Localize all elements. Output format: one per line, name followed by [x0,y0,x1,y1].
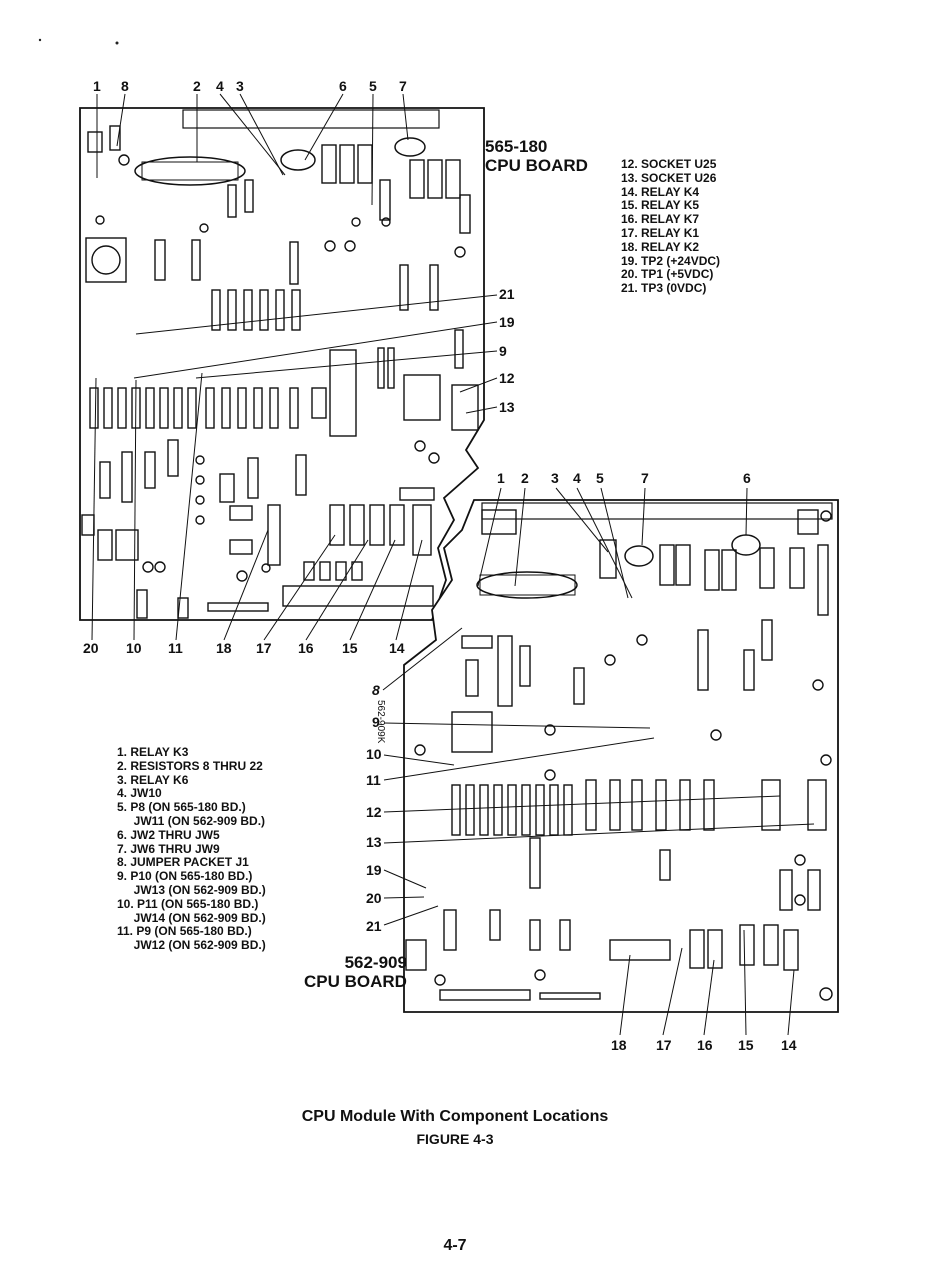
upper-callout-9: 9 [499,343,507,359]
lower-callout-21: 21 [366,918,382,934]
lower-board-title: 562-909 CPU BOARD [304,953,407,991]
lower-callout-4: 4 [573,470,581,486]
upper-cpu-board [79,107,485,621]
legend-item: JW13 (ON 562-909 BD.) [117,882,266,897]
upper-board-outline [79,107,485,621]
legend-item: 3. RELAY K6 [117,772,189,787]
legend-item: 8. JUMPER PACKET J1 [117,855,249,870]
lower-callout-15: 15 [738,1037,754,1053]
legend-item: JW12 (ON 562-909 BD.) [117,938,266,953]
legend-item: 9. P10 (ON 565-180 BD.) [117,869,253,884]
upper-callout-18: 18 [216,640,232,656]
legend-item: 6. JW2 THRU JW5 [117,827,220,842]
upper-callout-8: 8 [121,78,129,94]
legend-item: 11. P9 (ON 565-180 BD.) [117,924,252,939]
lower-callout-19: 19 [366,862,382,878]
legend-item: 21. TP3 (0VDC) [621,281,707,296]
legend-item: 10. P11 (ON 565-180 BD.) [117,896,259,911]
upper-callout-17: 17 [256,640,272,656]
lower-callout-13: 13 [366,834,382,850]
legend-item: 15. RELAY K5 [621,198,700,213]
lower-callout-20: 20 [366,890,382,906]
legend-item: 7. JW6 THRU JW9 [117,841,220,856]
lower-callout-2: 2 [521,470,529,486]
legend-item: 2. RESISTORS 8 THRU 22 [117,758,263,773]
lower-leader-lines [382,487,815,1036]
lower-board-model: 562-909 [344,953,407,972]
upper-callout-20: 20 [83,640,99,656]
lower-callout-18: 18 [611,1037,627,1053]
lower-callout-8: 8 [372,682,380,698]
upper-callout-12: 12 [499,370,515,386]
lower-cpu-board [403,499,839,1013]
upper-callout-6: 6 [339,78,347,94]
upper-callout-2: 2 [193,78,201,94]
upper-board-model: 565-180 [485,137,548,156]
page-number: 4-7 [443,1237,467,1254]
lower-board-label: CPU BOARD [304,972,407,991]
legend-item: 17. RELAY K1 [621,225,700,240]
legend-item: 12. SOCKET U25 [621,157,717,171]
lower-board-outline [403,499,839,1013]
upper-callout-21: 21 [499,286,515,302]
lower-callout-6: 6 [743,470,751,486]
legend-item: 4. JW10 [117,786,162,801]
lower-callout-1: 1 [497,470,505,486]
upper-callout-1: 1 [93,78,101,94]
upper-leader-lines [91,93,498,641]
upper-callout-16: 16 [298,640,314,656]
lower-callout-14: 14 [781,1037,797,1053]
lower-callout-16: 16 [697,1037,713,1053]
lower-callout-10: 10 [366,746,382,762]
upper-callout-14: 14 [389,640,405,656]
lower-board-silkscreen: 562-909K [375,700,386,744]
lower-callout-7: 7 [641,470,649,486]
upper-callout-5: 5 [369,78,377,94]
lower-callout-9: 9 [372,714,380,730]
legend-left: 1. RELAY K3 2. RESISTORS 8 THRU 22 3. RE… [117,745,266,953]
lower-callout-17: 17 [656,1037,672,1053]
upper-callout-13: 13 [499,399,515,415]
legend-item: 1. RELAY K3 [117,745,189,759]
upper-callout-10: 10 [126,640,142,656]
upper-board-label: CPU BOARD [485,156,588,175]
legend-item: 20. TP1 (+5VDC) [621,267,714,282]
upper-callout-4: 4 [216,78,224,94]
legend-item: JW14 (ON 562-909 BD.) [117,910,266,925]
legend-item: JW11 (ON 562-909 BD.) [117,813,266,828]
figure-label: FIGURE 4-3 [416,1131,494,1147]
upper-board-title: 565-180 CPU BOARD [485,137,588,175]
upper-callout-19: 19 [499,314,515,330]
upper-callout-7: 7 [399,78,407,94]
legend-item: 19. TP2 (+24VDC) [621,253,721,268]
lower-callout-11: 11 [366,772,381,788]
lower-callout-3: 3 [551,470,559,486]
upper-callout-15: 15 [342,640,358,656]
legend-item: 14. RELAY K4 [621,184,700,199]
legend-item: 5. P8 (ON 565-180 BD.) [117,800,246,815]
lower-callout-5: 5 [596,470,604,486]
legend-item: 16. RELAY K7 [621,212,700,227]
upper-callout-11: 11 [168,640,183,656]
figure-caption: CPU Module With Component Locations [301,1108,609,1125]
legend-right: 12. SOCKET U25 13. SOCKET U26 14. RELAY … [621,157,721,296]
lower-callout-12: 12 [366,804,382,820]
legend-item: 13. SOCKET U26 [621,170,717,185]
upper-callout-3: 3 [236,78,244,94]
legend-item: 18. RELAY K2 [621,239,700,254]
